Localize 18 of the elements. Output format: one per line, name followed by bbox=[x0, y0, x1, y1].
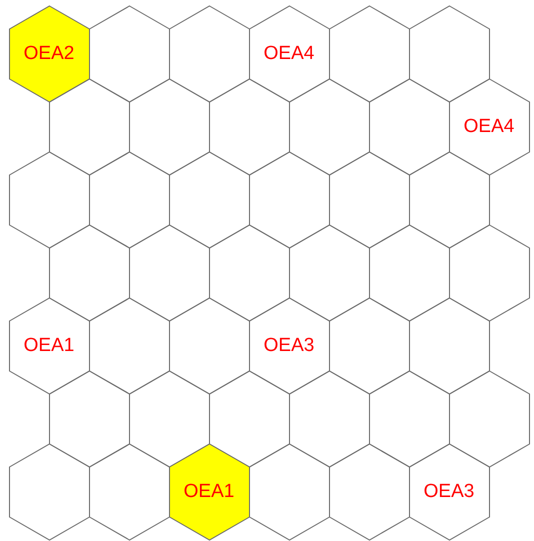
hexagon-cell bbox=[8, 6, 90, 102]
hexagon-cell bbox=[8, 298, 90, 394]
hexagon-cell bbox=[448, 224, 530, 320]
cell-label: OEA1 bbox=[184, 480, 234, 502]
cell-label: OEA4 bbox=[464, 116, 514, 138]
hexagon-cell bbox=[248, 444, 330, 540]
hexagon-cell bbox=[168, 444, 250, 540]
hexagon-cell bbox=[448, 78, 530, 174]
hexagon-cell bbox=[8, 444, 90, 540]
cell-label: OEA4 bbox=[264, 42, 314, 64]
cell-label: OEA2 bbox=[24, 42, 74, 64]
hexagon-cell bbox=[8, 152, 90, 248]
hexagon-cell bbox=[408, 444, 490, 540]
cell-label: OEA3 bbox=[424, 480, 474, 502]
hexagon-cell bbox=[448, 370, 530, 466]
hexagon-cell bbox=[328, 444, 410, 540]
cell-label: OEA1 bbox=[24, 334, 74, 356]
cell-label: OEA3 bbox=[264, 334, 314, 356]
